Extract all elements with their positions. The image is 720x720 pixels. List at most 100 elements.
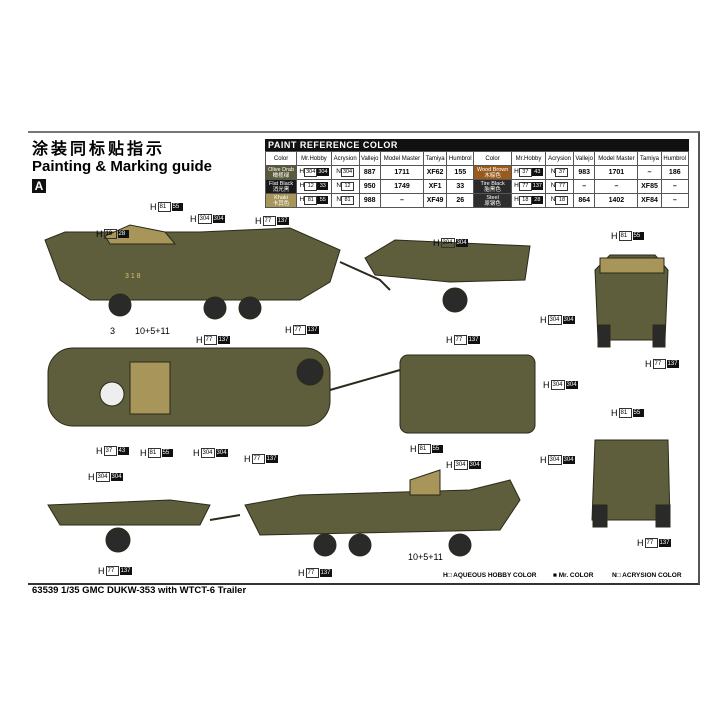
mr-color-code: 304 (215, 449, 228, 457)
title-chinese: 涂装同标贴指示 (32, 139, 166, 158)
color-name: Wood Brown (476, 166, 509, 173)
color-name-zh: 木棕色 (484, 172, 501, 179)
marking-numbers-bottom: 10+5+11 (408, 552, 443, 562)
aqueous-code: 77 (644, 538, 658, 548)
top-view-middle (47, 347, 536, 434)
marking-numbers: 10+5+11 (135, 326, 170, 336)
mr-color-code: 137 (658, 539, 671, 547)
mr-color-code: 55 (431, 445, 443, 453)
acrysion-value: 77 (555, 182, 569, 191)
mr-color-code: 55 (171, 203, 183, 211)
h-label: H (637, 538, 644, 548)
color-name-zh: 卡其色 (272, 200, 290, 207)
aqueous-code: 77 (262, 216, 276, 226)
acrysion-value: 81 (341, 196, 355, 205)
legend-aqueous: H□ AQUEOUS HOBBY COLOR (443, 572, 537, 579)
h-label: H (446, 335, 453, 345)
h-label: H (96, 229, 103, 239)
h-label: H (96, 446, 103, 456)
h-label: H (150, 202, 157, 212)
aqueous-code: 304 (550, 380, 565, 390)
mr-color-code: 304 (562, 456, 575, 464)
aqueous-code: 304 (304, 168, 318, 177)
mr-color-code: 137 (306, 326, 319, 334)
guide-frame (28, 131, 700, 585)
h-label: H (255, 216, 262, 226)
column-header: Humbrol (446, 151, 475, 166)
aqueous-code: 77 (292, 325, 306, 335)
color-name: Tire Black (480, 180, 505, 187)
h-label: H (543, 380, 550, 390)
h-label: H (190, 214, 197, 224)
color-name: Steel (486, 194, 499, 201)
aqueous-code: 18 (103, 229, 117, 239)
mr-color-code: 55 (632, 409, 644, 417)
mr-color-code: 137 (217, 336, 230, 344)
mr-color-code: 28 (531, 196, 543, 204)
h-label: H (410, 444, 417, 454)
aqueous-code: 304 (453, 460, 468, 470)
h-label: H (611, 231, 618, 241)
mr-color-code: 304 (455, 239, 468, 247)
mr-color-code: 55 (632, 232, 644, 240)
aqueous-code: 77 (251, 454, 265, 464)
h-label: H (298, 568, 305, 578)
color-name-zh: 原钢色 (484, 200, 501, 207)
mr-color-code: 137 (276, 217, 289, 225)
mr-color-code: 137 (319, 569, 332, 577)
aqueous-code: 77 (305, 568, 319, 578)
h-label: H (285, 325, 292, 335)
h-label: H (88, 472, 95, 482)
mr-color-code: 137 (265, 455, 278, 463)
mr-color-code: 43 (117, 447, 129, 455)
vallejo-code: 988 (358, 193, 381, 208)
aqueous-code: 12 (304, 182, 318, 191)
mr-color-code: 304 (212, 215, 225, 223)
aqueous-code: 77 (203, 335, 217, 345)
marking-3: 3 (110, 326, 116, 336)
column-header: Vallejo (572, 151, 596, 166)
mr-color-code: 304 (468, 461, 481, 469)
mr-color-code: 137 (531, 182, 543, 190)
humbrol-code: – (660, 193, 690, 208)
h-label: H (244, 454, 251, 464)
acrysion-value: 37 (555, 168, 569, 177)
acrysion-value: 18 (555, 196, 569, 205)
aqueous-code: 81 (417, 444, 431, 454)
humbrol-code: 26 (446, 193, 475, 208)
mr-color-code: 304 (317, 168, 329, 176)
aqueous-code: 304 (440, 238, 455, 248)
paint-table-heading: PAINT REFERENCE COLOR (265, 139, 689, 151)
h-label: H (645, 359, 652, 369)
color-name: Olive Drab (268, 166, 295, 173)
side-view-bottom (47, 469, 521, 557)
side-view-top (44, 224, 531, 320)
h-label: H (196, 335, 203, 345)
aqueous-code: 77 (105, 566, 119, 576)
footer-product-title: 63539 1/35 GMC DUKW-353 with WTCT-6 Trai… (32, 585, 247, 596)
aqueous-code: 81 (304, 196, 318, 205)
h-label: H (611, 408, 618, 418)
mr-color-code: 137 (119, 567, 132, 575)
aqueous-code: 81 (618, 231, 632, 241)
